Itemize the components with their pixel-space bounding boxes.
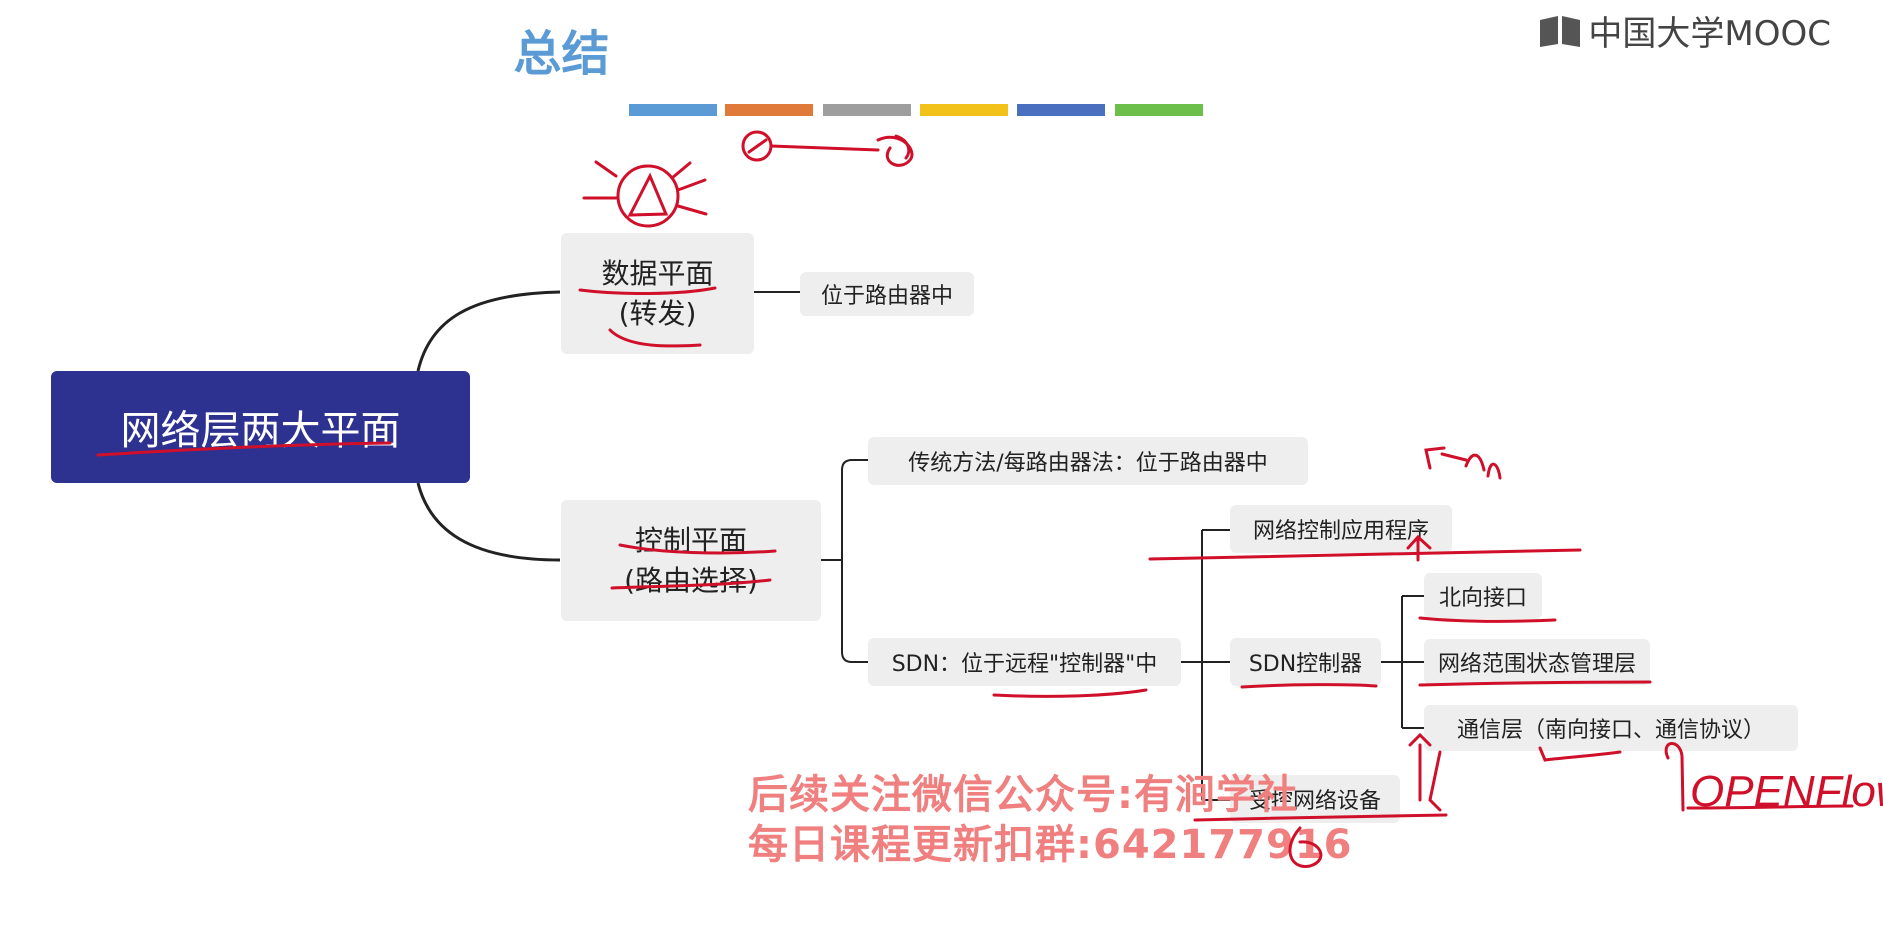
color-bar-6 xyxy=(1115,104,1203,116)
control-plane-sublabel: (路由选择) xyxy=(624,563,758,597)
openflow-annotation: OPENFlow xyxy=(1690,767,1883,816)
color-bar-2 xyxy=(725,104,813,116)
control-app-node: 网络控制应用程序 xyxy=(1230,505,1452,553)
root-node: 网络层两大平面 xyxy=(51,371,470,483)
color-bar-1 xyxy=(629,104,717,116)
logo-text: 中国大学MOOC xyxy=(1588,14,1831,54)
data-plane-label: 数据平面 xyxy=(601,256,714,290)
communication-layer-node: 通信层（南向接口、通信协议） xyxy=(1424,705,1798,751)
sdn-node: SDN：位于远程"控制器"中 xyxy=(868,638,1181,686)
traditional-method-node: 传统方法/每路由器法：位于路由器中 xyxy=(868,437,1308,485)
color-bar-4 xyxy=(920,104,1008,116)
sdn-controller-node: SDN控制器 xyxy=(1230,638,1381,686)
book-icon xyxy=(1540,15,1581,47)
watermark-line-2: 每日课程更新扣群:642177916 xyxy=(748,822,1353,868)
state-management-node: 网络范围状态管理层 xyxy=(1424,639,1650,685)
color-bar-3 xyxy=(823,104,911,116)
data-plane-child: 位于路由器中 xyxy=(800,272,974,316)
mooc-logo: 中国大学MOOC xyxy=(1538,6,1831,55)
color-bar-5 xyxy=(1017,104,1105,116)
watermark-line-1: 后续关注微信公众号:有涧学社 xyxy=(748,772,1298,818)
data-plane-sublabel: (转发) xyxy=(618,296,697,330)
northbound-node: 北向接口 xyxy=(1424,573,1542,619)
page-title: 总结 xyxy=(513,26,610,82)
